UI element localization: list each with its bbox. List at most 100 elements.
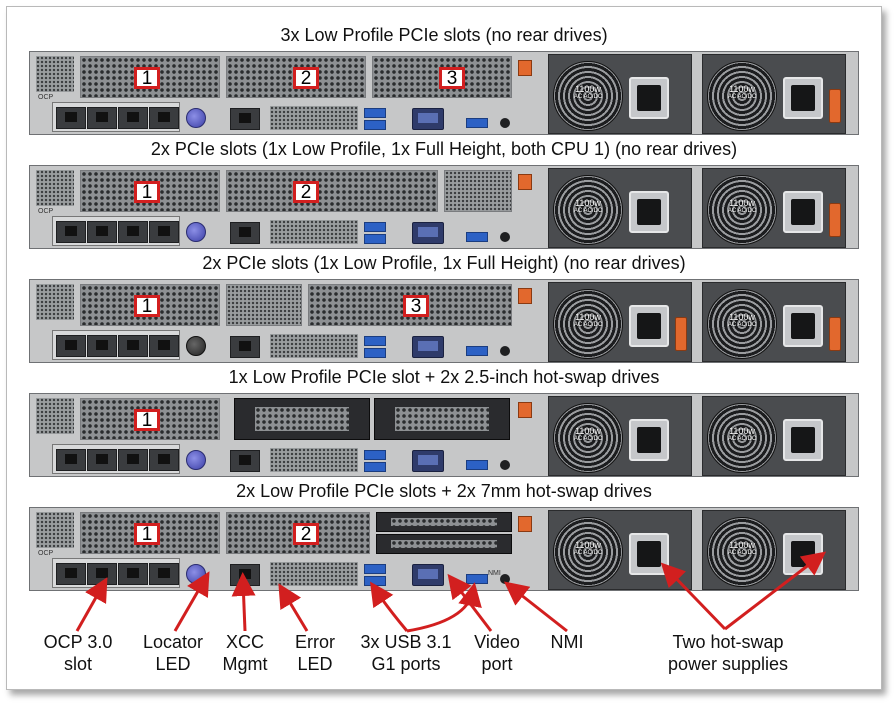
nmi-button [500,346,510,356]
diagram-frame: 3x Low Profile PCIe slots (no rear drive… [6,6,882,690]
usb-port [364,222,386,232]
xcc-mgmt-port [230,336,260,358]
psu-latch [829,317,841,351]
video-port [412,564,444,586]
slot-number: 2 [293,181,319,203]
ocp-label: OCP [38,550,54,557]
slot-number: 1 [134,181,160,203]
locator-led-button [186,222,206,242]
callout-video-port: Video port [467,631,527,675]
nmi-button [500,232,510,242]
callout-line: Video [474,632,520,652]
video-port [412,336,444,358]
usb-port [466,346,488,356]
arrow-locator [173,571,210,632]
arrow-usb-right [406,582,482,633]
callout-line: port [481,654,513,674]
video-port [412,222,444,244]
power-inlet [629,77,669,119]
callout-line: XCC [225,632,264,652]
psu-wattage: 1100w [575,198,601,208]
callout-line: Mgmt [222,654,268,674]
callout-line: LED [155,654,191,674]
usb-port [364,564,386,574]
psu-sublabel: AC AC/DC [573,322,603,328]
arrow-usb-left [370,581,409,632]
callout-line: 3x USB 3.1 [360,632,452,652]
callout-locator-led: Locator LED [133,631,213,675]
psu-latch [829,89,841,123]
arrow-psu-right [724,551,827,631]
psu-sublabel: AC AC/DC [573,550,603,556]
psu-wattage: 1100w [575,84,601,94]
nmi-label: NMI [488,570,501,577]
power-inlet [629,191,669,233]
video-port [412,108,444,130]
locator-led-button [186,108,206,128]
pcie-slot-2-full-height [226,170,438,212]
vent [36,170,74,206]
slot-number: 3 [439,67,465,89]
vent [36,512,74,548]
vent [270,562,358,586]
usb-port [466,232,488,242]
drive-7mm [376,534,512,554]
ocp-slot [52,558,180,588]
power-inlet [783,419,823,461]
psu-sublabel: AC AC/DC [573,94,603,100]
ocp-slot [52,330,180,360]
callout-error-led: Error LED [283,631,347,675]
config-1-title: 3x Low Profile PCIe slots (no rear drive… [280,25,608,45]
vent [270,334,358,358]
config-3-title: 2x PCIe slots (1x Low Profile, 1x Full H… [202,253,686,273]
drive-2-5-inch [374,398,510,440]
psu-sublabel: AC AC/DC [727,436,757,442]
power-inlet [783,305,823,347]
config-4-title: 1x Low Profile PCIe slot + 2x 2.5-inch h… [228,367,660,387]
ocp-label: OCP [38,94,54,101]
callout-ocp-slot: OCP 3.0 slot [33,631,123,675]
psu-sublabel: AC AC/DC [573,208,603,214]
usb-port [466,118,488,128]
config-2-title: 2x PCIe slots (1x Low Profile, 1x Full H… [150,139,738,159]
psu-wattage: 1100w [729,426,755,436]
arrow-ocp [75,577,108,632]
nmi-button [500,574,510,584]
locator-led-button [186,336,206,356]
drive-2-5-inch [234,398,370,440]
psu-wattage: 1100w [729,312,755,322]
vent [270,106,358,130]
usb-port [364,450,386,460]
power-inlet [629,533,669,575]
vent [36,284,74,320]
slot-number: 2 [293,523,319,545]
xcc-mgmt-port [230,222,260,244]
power-inlet [783,191,823,233]
arrow-xcc [231,572,256,632]
usb-port [466,460,488,470]
psu-sublabel: AC AC/DC [727,322,757,328]
blank-filler [226,284,302,326]
orange-tab [518,516,532,532]
callout-line: power supplies [667,654,789,674]
psu-wattage: 1100w [729,540,755,550]
xcc-mgmt-port [230,108,260,130]
vent [36,56,74,92]
usb-port [364,348,386,358]
power-inlet [783,77,823,119]
callout-xcc-mgmt: XCC Mgmt [213,631,277,675]
usb-port [364,462,386,472]
orange-tab [518,174,532,190]
slot-number: 3 [403,295,429,317]
